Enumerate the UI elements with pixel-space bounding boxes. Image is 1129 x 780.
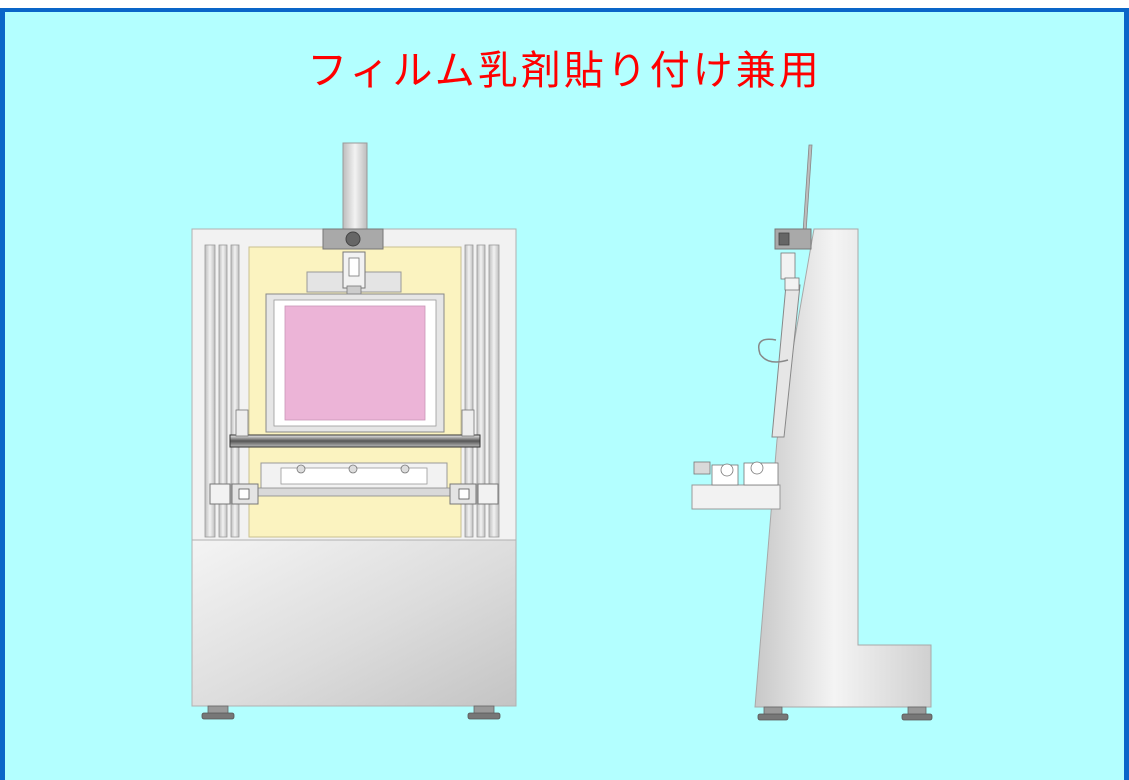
front-right-clamp (477, 483, 499, 505)
front-right-rail-outer (488, 244, 500, 538)
side-hanger-bracket (780, 252, 796, 280)
front-right-rail-mid (476, 244, 486, 538)
side-slanted-rod (802, 144, 813, 233)
diagram-panel (0, 8, 1129, 780)
page-title: フィルム乳剤貼り付け兼用 (307, 48, 822, 94)
front-top-clamp-knob (345, 231, 361, 247)
front-left-rail-mid (218, 244, 228, 538)
front-squeegee-bar (229, 434, 481, 448)
front-right-rail-inner (464, 244, 474, 538)
front-screen-mesh (284, 305, 426, 421)
front-top-post (342, 142, 368, 234)
front-lower-cabinet (191, 539, 517, 707)
side-coater-tray (691, 484, 781, 510)
side-view (691, 144, 933, 721)
front-left-rail-inner (230, 244, 240, 538)
front-left-rail-outer (204, 244, 216, 538)
front-view (191, 142, 517, 720)
front-left-clamp (209, 483, 231, 505)
side-body (754, 228, 932, 708)
side-squeegee-arm (758, 338, 789, 363)
